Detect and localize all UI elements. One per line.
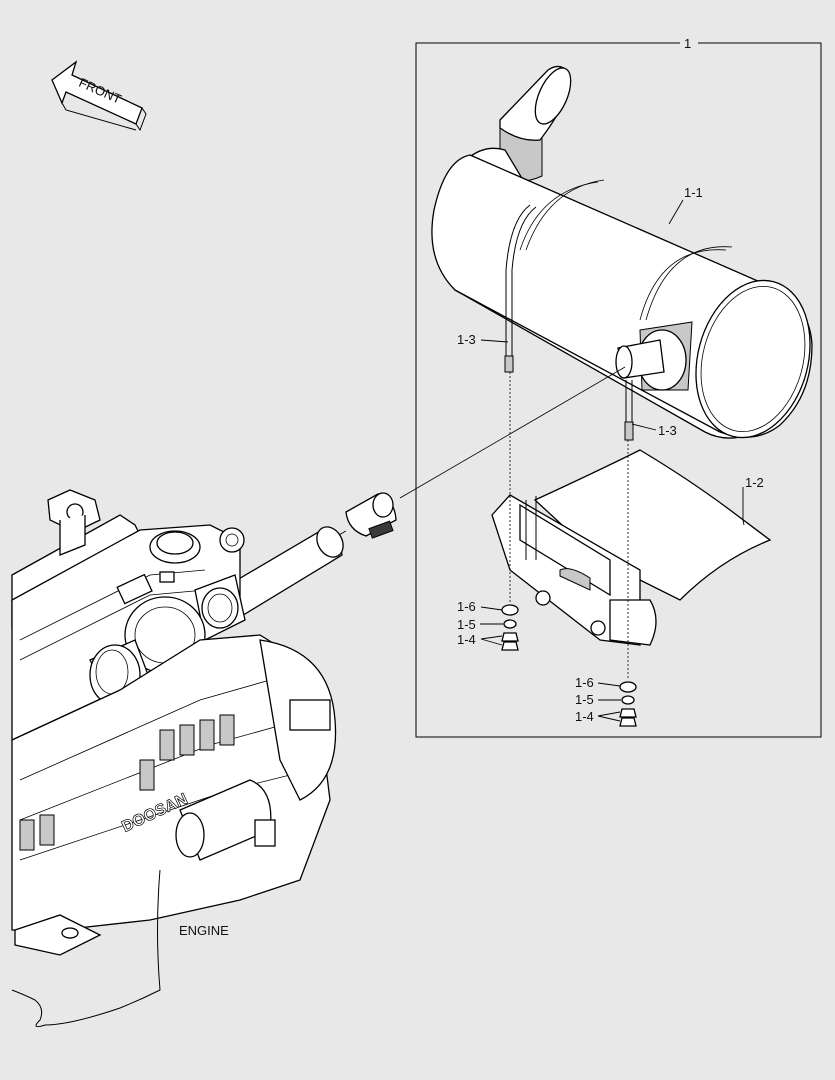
callout-lockwasher-right[interactable]: 1-5 xyxy=(575,692,594,707)
callout-lockwasher-left[interactable]: 1-5 xyxy=(457,617,476,632)
callout-washer-left[interactable]: 1-6 xyxy=(457,599,476,614)
exhaust-centerline xyxy=(399,366,626,499)
callout-nut-right[interactable]: 1-4 xyxy=(575,709,594,724)
callout-assembly[interactable]: 1 xyxy=(684,36,691,51)
exhaust-clamp[interactable] xyxy=(345,492,397,539)
engine: DOOSAN xyxy=(11,489,337,1028)
hardware-stack-right[interactable] xyxy=(619,440,637,727)
assembly-frame: 1 xyxy=(415,36,822,738)
front-arrow: FRONT xyxy=(51,60,147,132)
fin-stack xyxy=(19,714,235,851)
callout-muffler[interactable]: 1-1 xyxy=(684,185,703,200)
exhaust-pipe[interactable] xyxy=(219,522,348,618)
callouts: 1-1 1-2 1-3 1-3 1-6 1-5 1-4 1-6 1-5 1-4 xyxy=(457,185,764,724)
mounting-band-left[interactable] xyxy=(504,204,537,373)
mounting-band-right[interactable] xyxy=(624,380,634,441)
engine-label: ENGINE xyxy=(179,923,229,938)
callout-band-right[interactable]: 1-3 xyxy=(658,423,677,438)
callout-bracket[interactable]: 1-2 xyxy=(745,475,764,490)
callout-washer-right[interactable]: 1-6 xyxy=(575,675,594,690)
callout-nut-left[interactable]: 1-4 xyxy=(457,632,476,647)
muffler[interactable] xyxy=(431,63,827,451)
mounting-bracket[interactable] xyxy=(491,449,772,646)
callout-band-left[interactable]: 1-3 xyxy=(457,332,476,347)
